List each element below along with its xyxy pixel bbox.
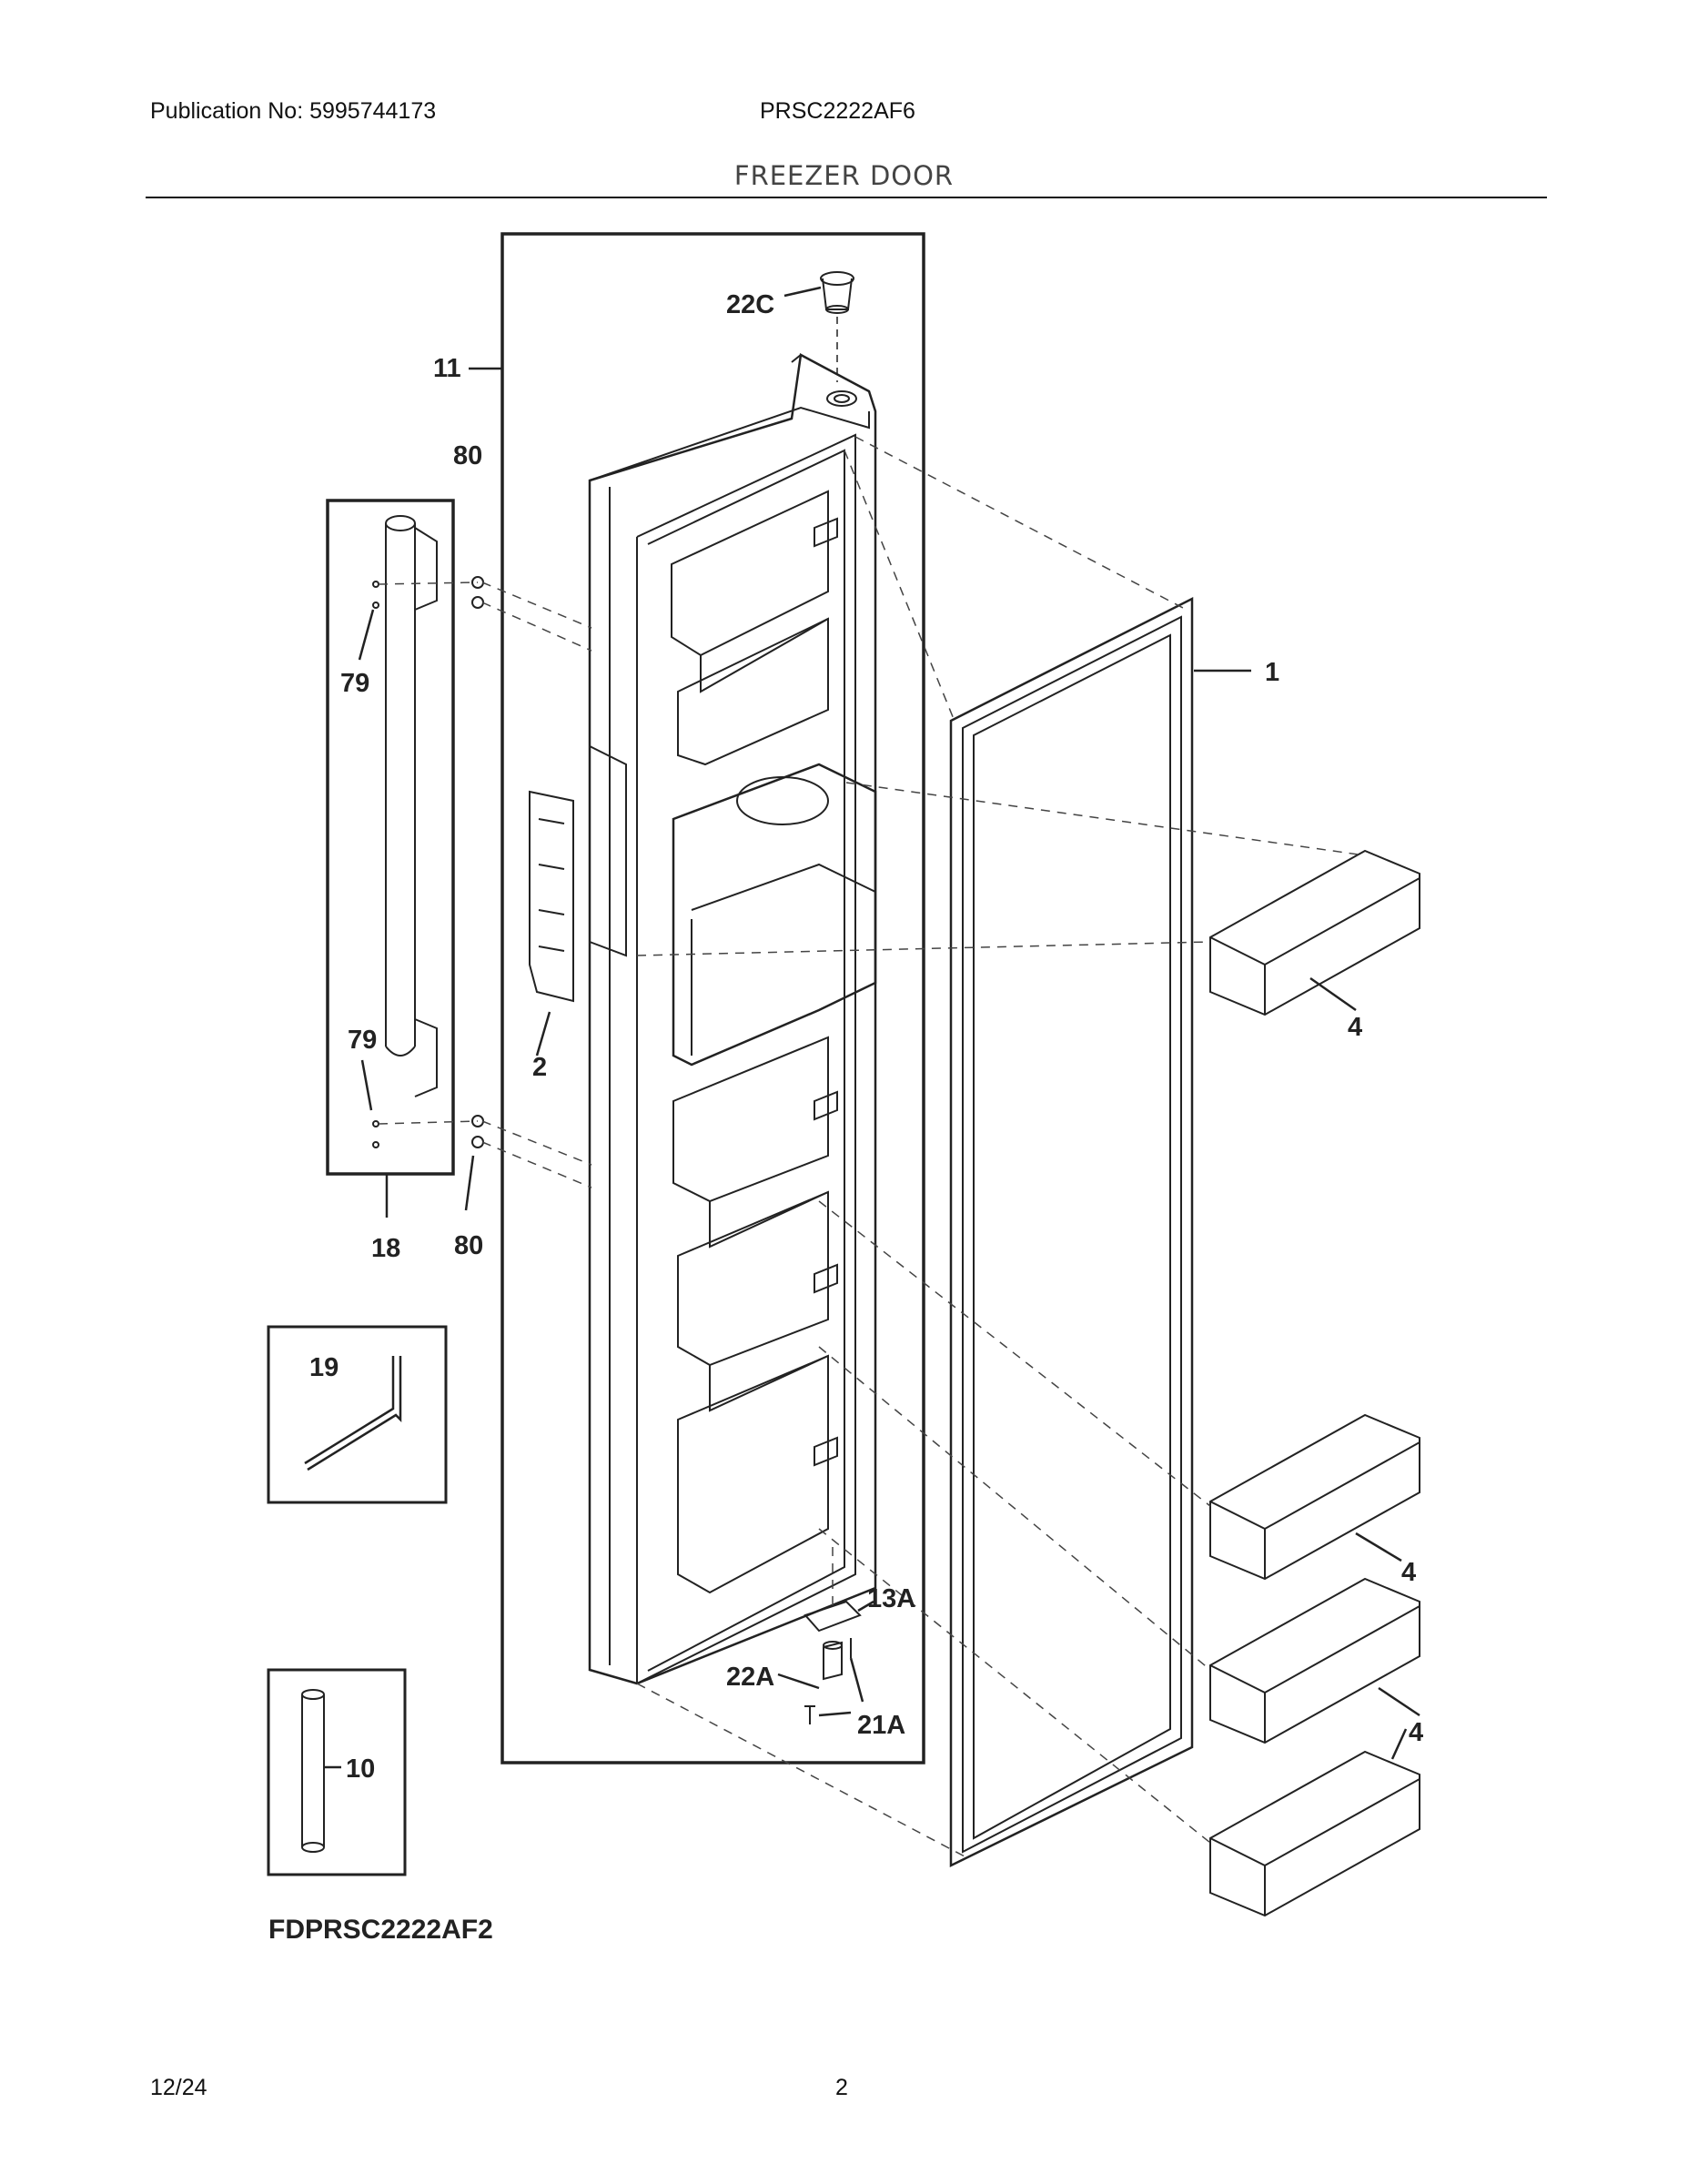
callout-13a: 13A	[867, 1584, 915, 1613]
leader-lines	[324, 286, 1420, 1769]
tube-part	[301, 1689, 325, 1853]
cap-part	[820, 271, 854, 382]
control-panel-part	[529, 790, 574, 1003]
allen-wrench-box	[267, 1325, 448, 1504]
kit-code-label: FDPRSC2222AF2	[268, 1915, 493, 1945]
publication-number: Publication No: 5995744173	[150, 98, 437, 124]
callout-22a: 22A	[726, 1663, 774, 1692]
page-number: 2	[835, 2075, 848, 2100]
page-title: FREEZER DOOR	[733, 160, 955, 191]
callout-10: 10	[346, 1754, 375, 1784]
callout-19: 19	[309, 1353, 339, 1382]
callout-80-bottom: 80	[454, 1231, 483, 1260]
callout-79-bottom: 79	[348, 1026, 377, 1055]
freezer-door-graphic	[588, 353, 877, 1685]
header-divider	[146, 197, 1547, 198]
callout-2: 2	[532, 1053, 547, 1082]
callout-11: 11	[433, 354, 461, 383]
callout-79-top: 79	[340, 669, 369, 698]
callout-18: 18	[371, 1234, 400, 1263]
footer-date: 12/24	[150, 2075, 207, 2100]
handle-part	[372, 515, 438, 1148]
handle-kit-box	[326, 499, 455, 1176]
door-bin-4	[1209, 1750, 1420, 1917]
door-assembly-box	[500, 232, 925, 1764]
screws-80	[471, 576, 484, 1148]
model-number: PRSC2222AF6	[760, 98, 915, 124]
door-gasket-part	[949, 596, 1194, 1868]
door-bin-3	[1209, 1577, 1420, 1744]
callout-21a: 21A	[857, 1711, 905, 1740]
hinge-parts	[804, 1600, 862, 1724]
allen-wrench-part	[304, 1356, 402, 1471]
tube-box	[267, 1668, 407, 1876]
callout-4-bin2: 4	[1401, 1558, 1416, 1587]
door-bin-1	[1209, 849, 1420, 1016]
callout-4-bin3: 4	[1409, 1718, 1423, 1747]
door-bin-2	[1209, 1413, 1420, 1581]
callout-80-top: 80	[453, 441, 482, 470]
callout-4-bin1: 4	[1348, 1013, 1362, 1042]
alignment-lines	[378, 436, 1366, 1857]
callout-22c: 22C	[726, 290, 774, 319]
callout-1: 1	[1265, 658, 1279, 687]
